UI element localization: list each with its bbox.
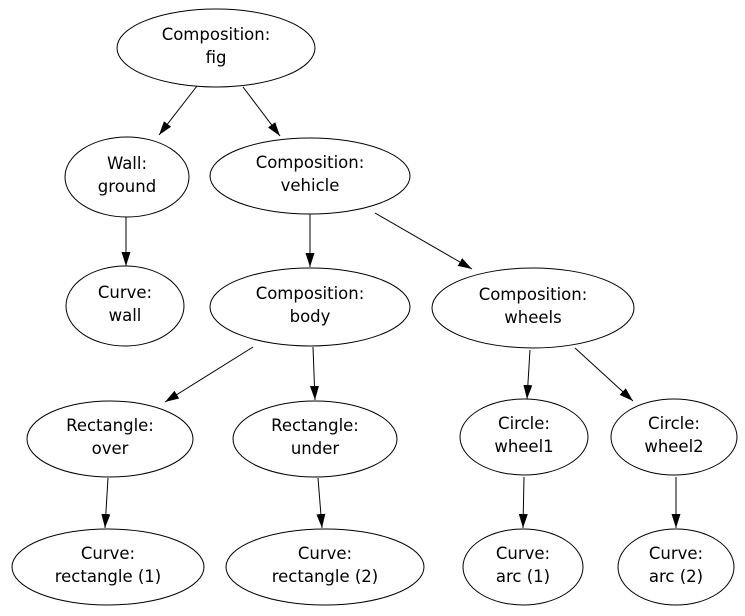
node-wheels: Composition: wheels [431,267,635,349]
node-wall-name: wall [109,306,142,325]
node-wheel1-type: Circle: [498,414,550,433]
edge-over-rectangle1 [101,477,111,529]
node-under: Rectangle: under [232,400,398,478]
edge-fig-vehicle [242,86,281,137]
node-wheel2-ellipse [610,398,738,476]
node-arc2: Curve: arc (2) [617,528,735,606]
node-fig-name: fig [206,48,227,67]
node-arc2-type: Curve: [649,544,703,563]
node-vehicle-ellipse [209,137,411,215]
node-over: Rectangle: over [26,400,194,478]
node-under-ellipse [232,400,398,478]
node-wheel2-name: wheel2 [644,437,703,456]
node-arc1-name: arc (1) [496,567,550,586]
node-wheel1: Circle: wheel1 [459,398,589,476]
node-body-ellipse [209,267,411,347]
node-fig-type: Composition: [162,25,271,44]
edge-body-under [309,346,319,401]
edge-body-over [164,346,254,403]
node-over-name: over [92,439,129,458]
node-fig: Composition: fig [116,8,316,88]
node-body-type: Composition: [256,284,365,303]
node-rectangle2-ellipse [225,528,425,606]
node-rectangle2: Curve: rectangle (2) [225,528,425,606]
node-arc1: Curve: arc (1) [462,528,584,606]
node-wheel2: Circle: wheel2 [610,398,738,476]
edge-vehicle-wheels [374,212,473,270]
node-vehicle-type: Composition: [256,153,365,172]
node-ground-name: ground [98,177,156,196]
node-arc2-name: arc (2) [649,567,703,586]
node-wheels-name: wheels [504,308,561,327]
node-wheel1-ellipse [459,398,589,476]
node-body: Composition: body [209,267,411,347]
node-ground-type: Wall: [107,154,147,173]
node-over-ellipse [26,400,194,478]
edge-wheels-wheel2 [574,347,634,402]
node-rectangle1-name: rectangle (1) [55,567,162,586]
node-rectangle1-ellipse [11,528,205,606]
node-arc1-type: Curve: [496,544,550,563]
edge-under-rectangle2 [316,477,326,529]
node-wall-ellipse [65,265,185,347]
node-body-name: body [290,307,331,326]
node-fig-ellipse [116,8,316,88]
node-ground: Wall: ground [64,136,190,218]
node-wheels-type: Composition: [479,285,588,304]
node-rectangle1-type: Curve: [81,544,135,563]
node-under-name: under [291,439,340,458]
node-wheels-ellipse [431,267,635,349]
node-rectangle1: Curve: rectangle (1) [11,528,205,606]
node-ground-ellipse [64,136,190,218]
edge-fig-ground [158,85,198,136]
node-rectangle2-name: rectangle (2) [272,567,379,586]
node-rectangle2-type: Curve: [298,544,352,563]
node-vehicle: Composition: vehicle [209,137,411,215]
node-wheel1-name: wheel1 [494,437,553,456]
node-wall-type: Curve: [98,283,152,302]
node-vehicle-name: vehicle [281,176,340,195]
node-under-type: Rectangle: [271,416,359,435]
node-arc2-ellipse [617,528,735,606]
node-wall: Curve: wall [65,265,185,347]
node-wheel2-type: Circle: [648,414,700,433]
node-over-type: Rectangle: [66,416,154,435]
edge-wheels-wheel1 [523,349,533,400]
node-arc1-ellipse [462,528,584,606]
edge-wheel1-arc1 [518,476,528,529]
edges-layer [101,85,681,529]
